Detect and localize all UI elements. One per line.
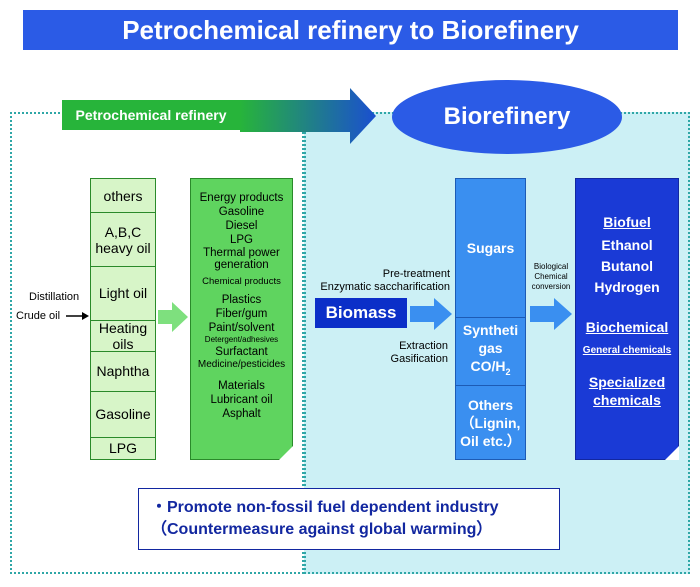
- specialized-chemicals-line2: chemicals: [593, 392, 661, 408]
- biorefinery-label: Biorefinery: [392, 80, 622, 154]
- product-item: Gasoline: [218, 206, 265, 218]
- extraction-label: Extraction Gasification: [390, 340, 448, 365]
- product-item: Diesel: [225, 220, 258, 232]
- promote-line-2: （Countermeasure against global warming）: [151, 521, 493, 538]
- transition-arrow: [240, 88, 376, 144]
- fraction-cell: LPG: [108, 440, 137, 457]
- fractions-to-products-arrow: [158, 302, 188, 332]
- product-item: Plastics: [221, 294, 262, 306]
- fractions-column: others A,B,C heavy oil Light oil Heating…: [90, 178, 156, 460]
- petrochemical-products-card: Energy products Gasoline Diesel LPG Ther…: [190, 178, 293, 460]
- product-item: Asphalt: [222, 408, 261, 420]
- specialized-chemicals-line1: Specialized: [588, 374, 666, 390]
- product-item: Detergent/adhesives: [204, 335, 279, 344]
- promote-box: ・Promote non-fossil fuel dependent indus…: [138, 488, 560, 550]
- intermediates-column: Sugars Syntheti gas CO/H2 Others （Lignin…: [455, 178, 526, 460]
- page-fold: [279, 446, 293, 460]
- biofuel-header: Biofuel: [603, 214, 651, 230]
- biochemical-header: Biochemical: [585, 319, 669, 335]
- bio-products-card: Biofuel Ethanol Butanol Hydrogen Biochem…: [575, 178, 679, 460]
- fraction-cell: Naphtha: [91, 352, 155, 392]
- materials-header: Materials: [218, 380, 265, 392]
- pretreatment-label: Pre-treatment Enzymatic saccharification: [320, 268, 450, 293]
- crude-oil-arrow: [66, 312, 89, 320]
- promote-line-1: ・Promote non-fossil fuel dependent indus…: [151, 499, 499, 516]
- product-item: Lubricant oil: [210, 394, 273, 406]
- product-item: Paint/solvent: [208, 322, 275, 334]
- product-item: Medicine/pesticides: [197, 359, 286, 370]
- biofuel-item: Ethanol: [601, 237, 653, 253]
- crude-oil-label: Crude oil: [16, 310, 61, 322]
- page-title: Petrochemical refinery to Biorefinery: [23, 10, 678, 50]
- fraction-cell: Heating oils: [91, 320, 155, 352]
- biofuel-item: Hydrogen: [594, 279, 660, 295]
- biofuel-item: Butanol: [600, 258, 654, 274]
- product-item: Thermal power generation: [203, 247, 280, 271]
- syngas-cell: Syntheti gas CO/H2: [456, 318, 525, 387]
- fraction-cell: Gasoline: [91, 392, 155, 438]
- chemical-products-header: Chemical products: [202, 276, 281, 287]
- energy-products-header: Energy products: [199, 192, 284, 204]
- fraction-cell: others: [91, 179, 155, 214]
- product-item: Fiber/gum: [215, 308, 268, 320]
- petrochemical-label: Petrochemical refinery: [62, 100, 240, 130]
- fraction-cell: Light oil: [91, 267, 155, 321]
- biomass-arrow: [410, 298, 452, 330]
- page-fold: [665, 446, 679, 460]
- sugars-cell: Sugars: [456, 179, 525, 318]
- fraction-cell: A,B,C heavy oil: [91, 213, 155, 267]
- distillation-label: Distillation: [29, 291, 80, 303]
- conversion-arrow: [530, 298, 572, 330]
- product-item: Surfactant: [215, 346, 268, 358]
- product-item: LPG: [229, 234, 253, 246]
- biomass-box: Biomass: [315, 298, 407, 328]
- conversion-label: Biological Chemical conversion: [531, 262, 571, 291]
- general-chemicals: General chemicals: [582, 345, 672, 356]
- others-cell: Others （Lignin, Oil etc.）: [460, 396, 521, 449]
